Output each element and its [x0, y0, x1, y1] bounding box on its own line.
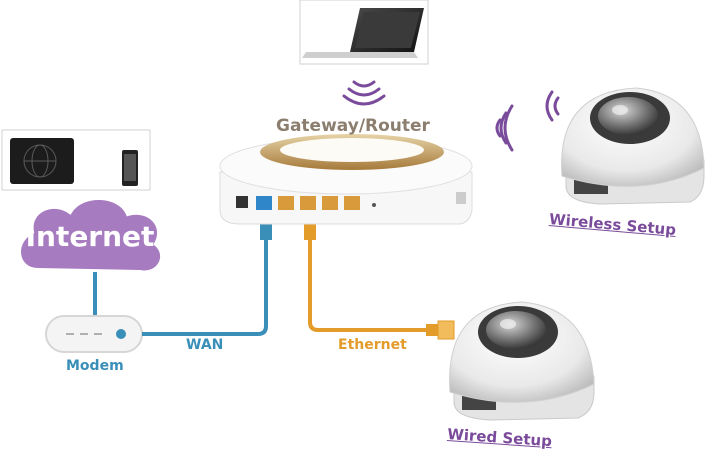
camera-icon	[562, 88, 704, 204]
ethernet-label: Ethernet	[338, 337, 407, 353]
wifi-signal-icon	[344, 82, 384, 104]
modem-icon	[46, 316, 142, 352]
wan-label: WAN	[186, 337, 223, 353]
modem-label: Modem	[66, 358, 124, 374]
ethernet-plug-camera	[426, 321, 454, 339]
gateway-router-label: Gateway/Router	[276, 116, 430, 136]
camera-icon	[450, 302, 594, 420]
router-icon	[220, 134, 472, 224]
ethernet-cable	[310, 236, 426, 330]
internet-label: Internet	[26, 220, 155, 253]
phone-icon	[122, 150, 138, 186]
wifi-signal-icon	[497, 92, 558, 150]
laptop-icon	[300, 0, 428, 64]
